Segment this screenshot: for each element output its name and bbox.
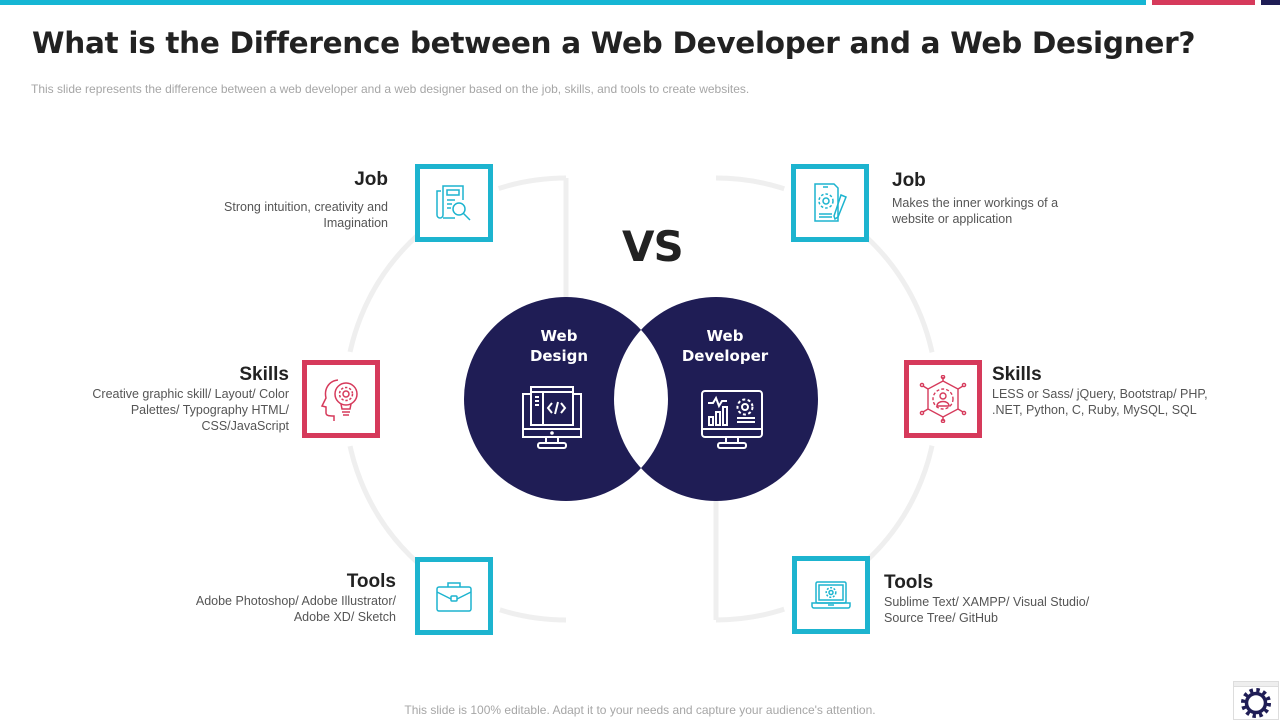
developer-job-title: Job: [892, 170, 926, 191]
designer-tools-item: Tools Adobe Photoshop/ Adobe Illustrator…: [156, 571, 396, 625]
developer-tools-title: Tools: [884, 572, 934, 593]
top-accent-bar-cyan: [0, 0, 1146, 5]
designer-skills-icon-box: [302, 360, 380, 438]
network-hexagon-user-icon: [919, 375, 967, 423]
web-design-label: Web Design: [529, 327, 589, 365]
document-gear-pencil-icon: [814, 183, 847, 222]
developer-tools-item: Tools Sublime Text/ XAMPP/ Visual Studio…: [884, 572, 1144, 626]
monitor-code-icon: [522, 386, 582, 449]
designer-skills-item: Skills Creative graphic skill/ Layout/ C…: [49, 364, 289, 434]
developer-tools-text: Sublime Text/ XAMPP/ Visual Studio/Sourc…: [884, 595, 1090, 625]
top-accent-bar-red: [1152, 0, 1255, 5]
designer-tools-title: Tools: [346, 571, 396, 592]
designer-tools-icon-box: [415, 557, 493, 635]
footer-note: This slide is 100% editable. Adapt it to…: [404, 703, 876, 717]
head-lightbulb-gear-icon: [320, 379, 358, 421]
vs-label: VS: [622, 222, 684, 271]
designer-job-icon-box: [415, 164, 493, 242]
top-accent-bar-navy: [1261, 0, 1280, 5]
web-developer-label: Web Developer: [681, 327, 769, 365]
briefcase-icon: [436, 582, 472, 612]
page-subtitle: This slide represents the difference bet…: [31, 82, 750, 96]
newspaper-search-icon: [436, 185, 471, 221]
developer-skills-text: LESS or Sass/ jQuery, Bootstrap/ PHP,.NE…: [992, 387, 1208, 417]
laptop-gear-icon: [811, 581, 851, 609]
developer-skills-title: Skills: [992, 364, 1042, 385]
developer-skills-icon-box: [904, 360, 982, 438]
designer-skills-title: Skills: [239, 364, 289, 385]
page-title: What is the Difference between a Web Dev…: [32, 26, 1196, 60]
developer-skills-item: Skills LESS or Sass/ jQuery, Bootstrap/ …: [992, 364, 1252, 418]
gear-window-icon: [1241, 688, 1271, 718]
designer-tools-text: Adobe Photoshop/ Adobe Illustrator/Adobe…: [195, 594, 396, 624]
monitor-analytics-gear-icon: [701, 390, 763, 449]
developer-job-icon-box: [791, 164, 869, 242]
corner-logo: [1233, 681, 1279, 720]
developer-tools-icon-box: [792, 556, 870, 634]
designer-job-title: Job: [354, 169, 388, 190]
